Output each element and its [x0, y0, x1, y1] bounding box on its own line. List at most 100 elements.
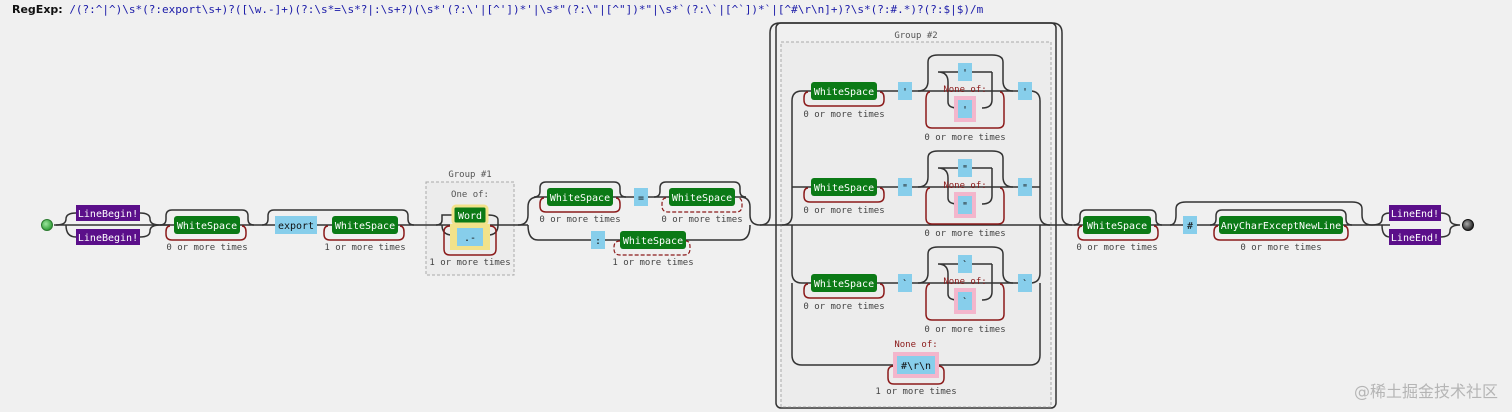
ws-dq-node [811, 178, 877, 196]
ws-bt-node [811, 274, 877, 292]
regexp-source: /(?:^|^)\s*(?:export\s+)?([\w.-]+)(?:\s*… [69, 3, 984, 16]
hash-node [1183, 216, 1197, 234]
group1-repeat: 1 or more times [429, 258, 510, 268]
linebegin-1-node [76, 205, 140, 221]
loop-ws-eq-pre [539, 197, 621, 213]
one-of-caption: One of: [451, 190, 489, 200]
unquoted-none-of-caption: None of: [894, 340, 937, 350]
loop-ws-colon [613, 240, 691, 256]
dq-open-node [898, 178, 912, 196]
word-label: Word [458, 211, 482, 222]
ws1-repeat: 0 or more times [166, 243, 247, 253]
rail-group2-branches [781, 90, 1051, 366]
ws2-node [332, 216, 398, 234]
loop-anychar [1213, 225, 1349, 241]
linebegin-1-label: LineBegin! [78, 209, 138, 220]
group-2-label: Group #2 [894, 31, 937, 41]
colon-node [591, 231, 605, 249]
bt-none-value: ` [962, 296, 968, 308]
bt-esc-label: ` [962, 259, 968, 271]
lineend-2-node [1389, 229, 1441, 245]
anychar-repeat: 0 or more times [1240, 243, 1321, 253]
ws-after-repeat: 0 or more times [1076, 243, 1157, 253]
loop-ws2 [323, 225, 405, 241]
rail-group2-skip [759, 22, 1073, 226]
anychar-label: AnyCharExceptNewLine [1221, 221, 1341, 232]
equals-label: = [638, 193, 644, 204]
loop-sq-inner [925, 91, 1005, 129]
unquoted-none-value: #\r\n [901, 361, 931, 372]
anychar-node [1219, 216, 1343, 234]
ws-after-node [1083, 216, 1151, 234]
watermark: @稀土掘金技术社区 [1353, 382, 1498, 401]
sq-open-node [898, 82, 912, 100]
bt-esc-node [958, 255, 972, 273]
rail-comment-skip [1169, 201, 1373, 226]
loop-unquoted [887, 365, 945, 385]
ws2-label: WhiteSpace [335, 221, 395, 232]
ws-sq-node [811, 82, 877, 100]
sq-none-value: ' [962, 105, 968, 116]
ws-bt-label: WhiteSpace [814, 279, 874, 290]
sq-close-label: ' [1022, 87, 1028, 98]
rail-lineend-split [1371, 212, 1461, 238]
ws-colon-label: WhiteSpace [623, 236, 683, 247]
ws2-repeat: 1 or more times [324, 243, 405, 253]
ws-eq-post-node [669, 188, 735, 206]
bt-open-label: ` [902, 278, 908, 290]
bt-close-node [1018, 274, 1032, 292]
ws-colon-repeat: 1 or more times [612, 258, 693, 268]
regexp-label: RegExp: [12, 3, 63, 16]
ws-bt-repeat: 0 or more times [803, 302, 884, 312]
loop-ws-bt [803, 283, 885, 299]
ws-sq-label: WhiteSpace [814, 87, 874, 98]
export-node [275, 216, 317, 234]
ws-dq-repeat: 0 or more times [803, 206, 884, 216]
unquoted-repeat: 1 or more times [875, 387, 956, 397]
dq-none-value: " [962, 201, 968, 212]
rail-linebegin-split [55, 212, 161, 238]
lineend-1-label: LineEnd! [1391, 209, 1439, 220]
dq-esc-node [958, 159, 972, 177]
rail-ws1-skip [159, 209, 255, 226]
bt-close-label: ` [1022, 278, 1028, 290]
loop-ws-after [1077, 225, 1159, 241]
linebegin-2-label: LineBegin! [78, 233, 138, 244]
loop-bt-inner [925, 283, 1005, 321]
loop-group1 [443, 225, 497, 256]
end-node [1462, 219, 1474, 231]
sq-esc-node [958, 63, 972, 81]
ws-eq-pre-label: WhiteSpace [550, 193, 610, 204]
dotdash-node [457, 228, 483, 246]
lineend-1-node [1389, 205, 1441, 221]
rail-anychar-skip [1209, 209, 1353, 226]
rail-sep-eq-skip [533, 181, 747, 198]
ws-colon-node [620, 231, 686, 249]
loop-ws-sq [803, 91, 885, 107]
ws-eq-post-label: WhiteSpace [672, 193, 732, 204]
dotdash-label: .- [464, 233, 476, 244]
loop-ws1 [165, 225, 247, 241]
sq-none-node [958, 100, 972, 118]
dq-close-node [1018, 178, 1032, 196]
loop-ws-dq [803, 187, 885, 203]
start-node [41, 219, 53, 231]
dq-open-label: " [902, 183, 908, 194]
regexp-header: RegExp: /(?:^|^)\s*(?:export\s+)?([\w.-]… [12, 3, 983, 16]
bt-open-node [898, 274, 912, 292]
bt-none-of-caption: None of: [943, 277, 986, 287]
dq-none-node [958, 196, 972, 214]
sq-open-label: ' [902, 87, 908, 98]
group-1-label: Group #1 [448, 170, 491, 180]
equals-node [634, 188, 648, 206]
bt-none-node [958, 292, 972, 310]
ws1-label: WhiteSpace [177, 221, 237, 232]
rail-ws-after-skip [1073, 209, 1163, 226]
sq-none-of-caption: None of: [943, 85, 986, 95]
export-label: export [278, 221, 314, 232]
bt-inner-repeat: 0 or more times [924, 325, 1005, 335]
loop-dq-inner [925, 187, 1005, 225]
hash-label: # [1187, 221, 1193, 232]
sq-esc-label: ' [962, 68, 968, 79]
